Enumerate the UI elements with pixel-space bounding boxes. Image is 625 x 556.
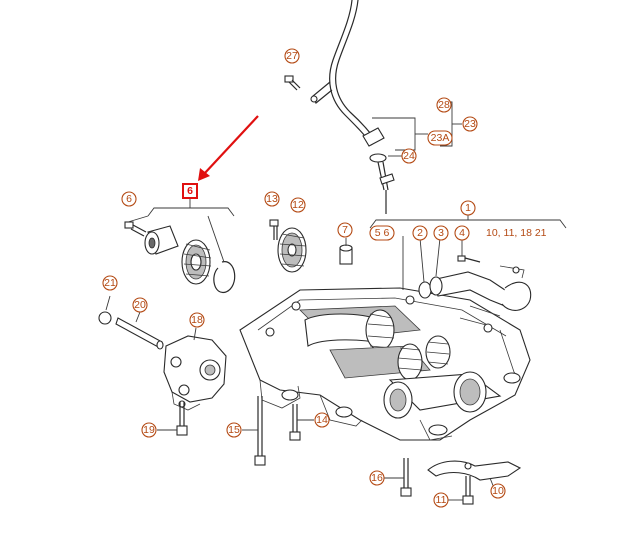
dipstick-tube — [310, 0, 395, 214]
callout-15-label: 15 — [228, 424, 240, 436]
callout-27-label: 27 — [286, 50, 298, 62]
balance-shaft-gear-assembly — [124, 215, 236, 294]
highlighted-callout[interactable]: 6 — [182, 183, 198, 199]
callout-21[interactable]: 21 — [102, 275, 118, 291]
oil-pump-18 — [98, 295, 227, 411]
callout-10[interactable]: 10 — [490, 483, 506, 499]
callout-11[interactable]: 11 — [433, 492, 449, 508]
red-pointer-arrow — [198, 115, 259, 181]
callout-23a[interactable]: 23A — [427, 130, 453, 146]
callout-4-label: 4 — [459, 227, 465, 239]
callout-11-label: 11 — [436, 494, 447, 506]
callout-group-left[interactable]: 5 6 — [369, 225, 395, 241]
callout-15[interactable]: 15 — [226, 422, 242, 438]
callout-16[interactable]: 16 — [369, 470, 385, 486]
callout-1-label: 1 — [465, 202, 471, 214]
callout-2-label: 2 — [417, 227, 423, 239]
callout-27[interactable]: 27 — [284, 48, 300, 64]
callout-7[interactable]: 7 — [337, 222, 353, 238]
callout-6-bolt[interactable]: 6 — [121, 191, 137, 207]
oil-baffle-10 — [427, 460, 522, 489]
callout-21-label: 21 — [104, 277, 116, 289]
callout-24[interactable]: 24 — [401, 148, 417, 164]
callout-23[interactable]: 23 — [462, 116, 478, 132]
callout-20[interactable]: 20 — [132, 297, 148, 313]
highlighted-callout-label: 6 — [187, 185, 193, 197]
callout-19[interactable]: 19 — [141, 422, 157, 438]
bolt-27 — [284, 75, 301, 91]
callout-2[interactable]: 2 — [412, 225, 428, 241]
callout-14[interactable]: 14 — [314, 412, 330, 428]
callout-6-bolt-label: 6 — [126, 193, 132, 205]
callout-3[interactable]: 3 — [433, 225, 449, 241]
callout-18[interactable]: 18 — [189, 312, 205, 328]
callout-23-label: 23 — [464, 118, 476, 130]
callout-28-label: 28 — [438, 99, 450, 111]
callout-4[interactable]: 4 — [454, 225, 470, 241]
callout-20-label: 20 — [134, 299, 146, 311]
callout-group-right[interactable]: 10, 11, 18 21 — [486, 227, 547, 239]
callout-12[interactable]: 12 — [290, 197, 306, 213]
callout-23a-label: 23A — [431, 132, 450, 144]
callout-3-label: 3 — [438, 227, 444, 239]
callout-7-label: 7 — [342, 224, 348, 236]
balance-shaft-housing — [239, 236, 531, 441]
bolts — [157, 396, 474, 505]
callout-group-right-label: 10, 11, 18 21 — [486, 227, 547, 239]
callout-14-label: 14 — [316, 414, 328, 426]
callout-group-left-label: 5 6 — [375, 227, 390, 239]
callout-24-label: 24 — [403, 150, 415, 162]
callout-13-label: 13 — [266, 193, 278, 205]
callout-16-label: 16 — [371, 472, 383, 484]
callout-19-label: 19 — [143, 424, 155, 436]
callout-18-label: 18 — [191, 314, 203, 326]
callout-12-label: 12 — [292, 199, 304, 211]
oil-pickup-pipe — [418, 237, 532, 311]
callout-1[interactable]: 1 — [460, 200, 476, 216]
callout-10-label: 10 — [492, 485, 504, 497]
balance-gear-12 — [269, 219, 353, 273]
callout-13[interactable]: 13 — [264, 191, 280, 207]
callout-28[interactable]: 28 — [436, 97, 452, 113]
